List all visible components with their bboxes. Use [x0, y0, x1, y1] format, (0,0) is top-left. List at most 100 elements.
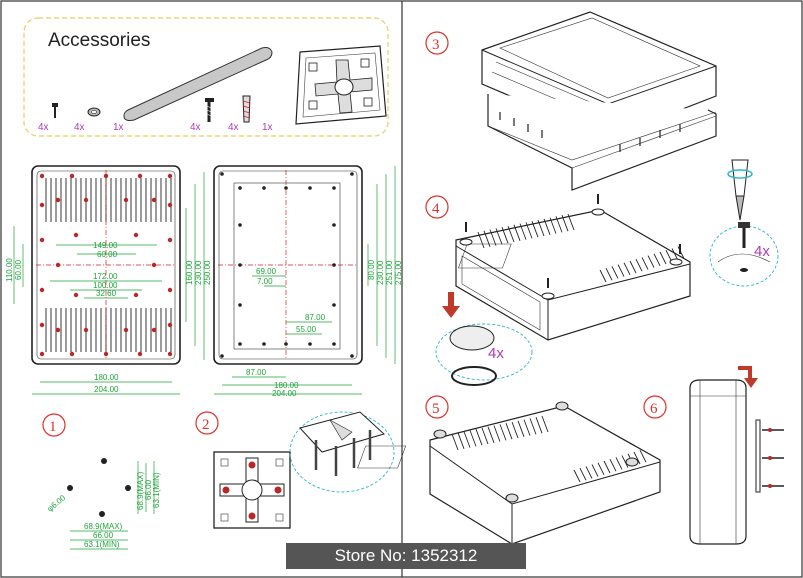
hole-dim-h-nom: 66.00: [93, 531, 114, 540]
small-screw-count: 4x: [38, 122, 49, 133]
vent-slot: [659, 251, 667, 265]
mounting-hole: [167, 351, 173, 357]
mounting-hole: [238, 223, 242, 227]
mounting-hole: [167, 322, 173, 328]
mounting-hole: [238, 186, 242, 190]
strip-count: 1x: [113, 122, 124, 133]
dim-160: 160.00: [185, 260, 194, 285]
mounting-hole: [137, 173, 143, 179]
vent-slot: [457, 432, 465, 449]
vent-slot: [561, 215, 569, 232]
hole-dim-v-nom: 66.00: [144, 479, 153, 500]
washer-icon: [87, 107, 101, 117]
mounting-hole: [151, 197, 157, 203]
mounting-hole: [123, 197, 129, 203]
dim-251: 251.00: [385, 260, 394, 285]
dim-87-bottom: 87.00: [246, 368, 267, 377]
dim-60h: 60.00: [97, 250, 118, 259]
hole-dim-v-max: 68.9(MAX): [136, 471, 145, 510]
mounting-hole: [55, 197, 61, 203]
dim-32: 32.60: [96, 289, 117, 298]
mounting-hole: [103, 173, 109, 179]
step-5-feet: 5 4x: [357, 292, 661, 545]
mounting-hole: [284, 342, 288, 346]
vent-slot: [519, 223, 527, 240]
dim-149: 149.00: [93, 241, 118, 250]
step-4-count: 4x: [754, 243, 770, 260]
vent-slot: [487, 426, 495, 443]
vent-slot: [597, 462, 605, 476]
mounting-hole: [284, 186, 288, 190]
vent-slot: [603, 460, 611, 474]
mounting-hole: [350, 172, 354, 176]
mounting-hole: [220, 172, 224, 176]
vent-slot: [501, 227, 509, 244]
vent-slot: [555, 216, 563, 233]
washer-count: 4x: [74, 122, 85, 133]
hole-dim-h-max: 68.9(MAX): [84, 522, 123, 531]
mounting-hole: [73, 292, 79, 298]
bracket-count: 1x: [262, 122, 273, 133]
screw-count: 4x: [190, 122, 201, 133]
store-banner: Store No: 1352312: [286, 543, 526, 569]
mounting-hole: [39, 287, 45, 293]
step-4-number: 4: [432, 201, 440, 217]
vent-slot: [635, 258, 643, 272]
mounting-hole: [167, 287, 173, 293]
dim-204r: 204.00: [272, 389, 297, 398]
mounting-hole: [151, 327, 157, 333]
mounting-hole: [151, 262, 157, 268]
vent-slot: [511, 421, 519, 439]
small-screw-icon: [52, 103, 58, 118]
vent-slot: [517, 420, 525, 437]
step-2-bracket: 2: [195, 411, 395, 529]
wall-plug-icon: [242, 95, 251, 123]
dim-55: 55.00: [296, 325, 317, 334]
vent-slot: [531, 221, 539, 238]
mounting-hole: [73, 232, 79, 238]
step-5-count: 4x: [488, 345, 504, 362]
vent-slot: [611, 266, 619, 279]
mounting-hole: [55, 327, 61, 333]
dim-180r: 180.00: [274, 381, 299, 390]
hole-dim-v-min: 63.1(MIN): [152, 472, 161, 508]
vent-slot: [505, 423, 513, 440]
mounting-hole: [332, 186, 336, 190]
vent-slot: [481, 427, 489, 445]
vent-slot: [549, 217, 557, 234]
vent-slot: [633, 451, 641, 465]
vent-slot: [599, 269, 607, 283]
step-4-underside-screws: 4 4x: [425, 194, 779, 341]
vent-slot: [525, 222, 533, 239]
vent-slot: [513, 224, 521, 241]
dim-110: 110.00: [5, 258, 14, 282]
step-2-number: 2: [202, 417, 210, 433]
mounting-hole: [238, 303, 242, 307]
vent-slot: [541, 415, 549, 433]
mounting-bracket-icon: [295, 45, 387, 125]
vent-slot: [543, 218, 551, 235]
mounting-hole: [133, 292, 139, 298]
step-3-number: 3: [432, 37, 440, 53]
vent-slot: [493, 425, 501, 442]
mounting-hole: [103, 351, 109, 357]
dim-230r: 230.00: [376, 260, 385, 285]
mounting-hole: [39, 322, 45, 328]
dim-7: 7.00: [257, 277, 273, 286]
vent-slot: [573, 469, 581, 483]
vent-slot: [535, 417, 543, 434]
step-5-number: 5: [432, 401, 440, 417]
vent-slot: [639, 449, 647, 463]
vent-slot: [623, 262, 631, 276]
step-6-number: 6: [650, 401, 658, 417]
vent-slot: [507, 225, 515, 243]
mounting-hole: [262, 186, 266, 190]
mounting-hole: [83, 327, 89, 333]
vent-slot: [499, 424, 507, 441]
mounting-hole: [167, 173, 173, 179]
mounting-hole: [332, 223, 336, 227]
dim-230: 230.00: [194, 260, 203, 285]
vent-slot: [609, 458, 617, 472]
vent-slot: [641, 257, 649, 270]
